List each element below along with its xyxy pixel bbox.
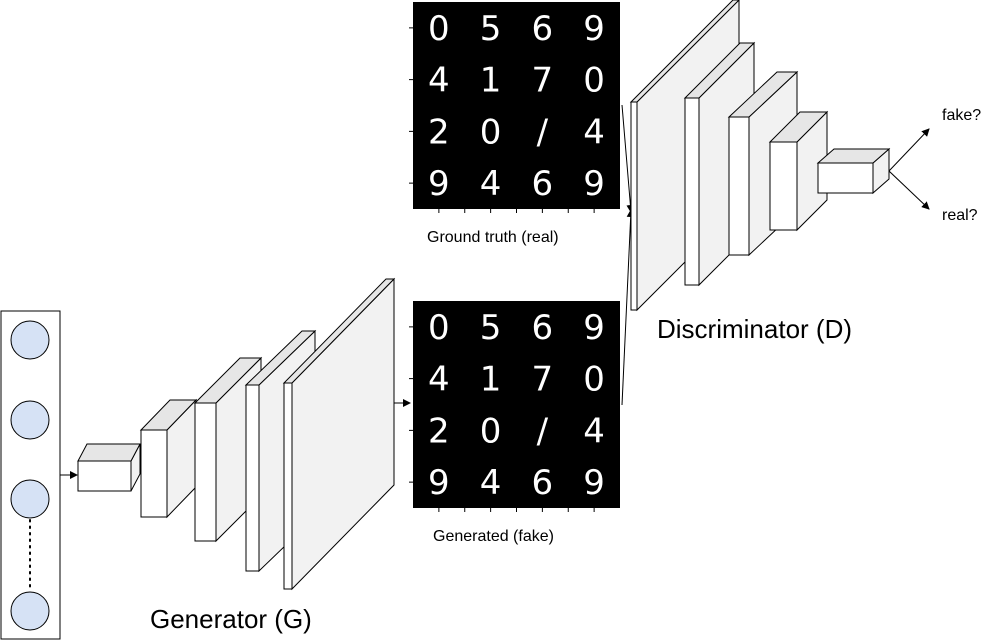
discriminator-layer [816,147,891,195]
digit-cell: 4 [428,360,450,400]
digit-cell: 0 [480,411,502,451]
latent-node [10,320,50,360]
latent-node [10,591,50,631]
digit-cell: / [537,112,549,152]
fake-to-discriminator-arrow [621,209,635,406]
digit-cell: 7 [532,360,554,400]
ground-truth-label: Ground truth (real) [427,229,559,246]
digit-cell: 9 [428,463,450,503]
digit-cell: 0 [583,360,605,400]
digit-cell: 0 [480,112,502,152]
digit-cell: 2 [428,112,450,152]
digit-cell: 9 [583,463,605,503]
generator-layer [77,443,141,492]
digit-cell: 4 [480,463,502,503]
digit-cell: 9 [583,164,605,204]
digit-cell: 9 [583,9,605,49]
fake-output-arrow [888,128,930,172]
latent-vector [0,310,61,640]
real-output-arrow [888,170,930,210]
generator-layer [139,398,198,519]
digit-cell: 1 [480,360,502,400]
digit-cell: 0 [428,308,450,348]
digit-cell: 7 [532,61,554,101]
discriminator-label: Discriminator (D) [657,314,852,344]
latent-node [10,479,50,519]
digit-cell: 6 [532,463,554,503]
digit-cell: 5 [480,9,502,49]
digit-cell: 0 [583,61,605,101]
digit-cell: 0 [428,9,450,49]
digit-cell: 4 [583,112,605,152]
digit-cell: 5 [480,308,502,348]
generated-label: Generated (fake) [433,528,554,545]
generator-label: Generator (G) [150,604,312,634]
digit-cell: 4 [583,411,605,451]
digit-cell: 9 [428,164,450,204]
discriminator-layers [629,0,891,312]
latent-node [10,400,50,440]
digit-cell: 2 [428,411,450,451]
digit-cell: 4 [428,61,450,101]
digit-cell: 6 [532,164,554,204]
generator-layer [282,277,396,591]
generator-layers [77,277,396,591]
digit-cell: 6 [532,9,554,49]
fake-output-label: fake? [942,107,982,124]
discriminator-layer [768,110,829,232]
digit-cell: / [537,411,549,451]
digit-cell: 6 [532,308,554,348]
digit-cell: 9 [583,308,605,348]
real-to-discriminator-arrow [621,104,635,213]
real-output-label: real? [942,207,978,224]
digit-cell: 1 [480,61,502,101]
digit-cell: 4 [480,164,502,204]
